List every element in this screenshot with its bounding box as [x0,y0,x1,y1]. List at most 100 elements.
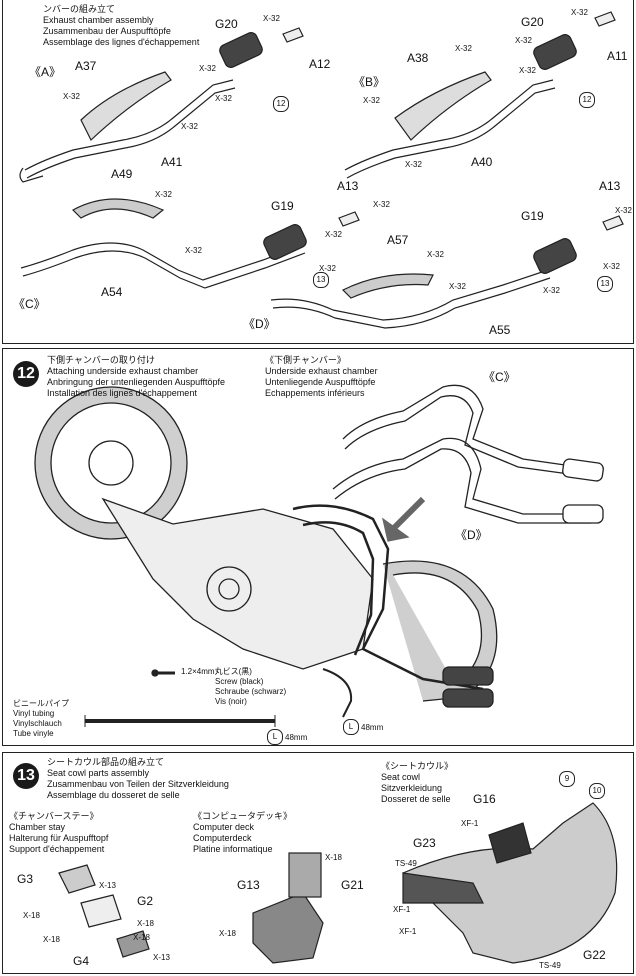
screw-label: X-32 [571,8,588,17]
screw-label: X-32 [405,160,422,169]
screw-label: X-32 [325,230,342,239]
screw-label: X-32 [263,14,280,23]
part-a11: A11 [607,49,628,63]
motorcycle-drawing [34,384,604,727]
screw-label: X-32 [319,264,336,273]
step-12-title-fr: Installation des lignes d'échappement [47,388,197,398]
section-d-label: 《D》 [455,528,488,542]
part-a13-b: A13 [599,179,621,193]
part-a40: A40 [471,155,493,169]
deck-title-en: Computer deck [193,822,255,832]
screw-label: X-32 [615,206,632,215]
screw-label: X-32 [519,66,536,75]
ref-10-circle: 10 [589,783,605,799]
screw-label: X-32 [63,92,80,101]
sub-title-fr: Echappements inférieurs [265,388,365,398]
stay-title-en: Chamber stay [9,822,66,832]
screw-label: X-32 [427,250,444,259]
part-g19-a: G19 [271,199,294,213]
ref-12-circle: 12 [579,92,595,108]
step-12-title-jp: 下側チャンバーの取り付け [47,355,155,365]
screw-label: X-32 [185,246,202,255]
part-g3: G3 [17,872,34,886]
ref-13-circle: 13 [313,272,329,288]
section-c-label: 《C》 [13,297,46,311]
section-c-label: 《C》 [483,370,516,384]
screw-label-jp: 1.2×4mm丸ビス(黒) [181,667,252,676]
paint-xf1-label: XF-1 [461,819,479,828]
step-number-12: 12 [13,361,39,387]
part-g20-a: G20 [215,17,238,31]
section-d-label: 《D》 [243,317,276,331]
paint-ts49-label: TS-49 [395,859,417,868]
length-48-label: 48mm [361,723,384,732]
screw-x18-label: X-18 [219,929,236,938]
step-12-title-en: Attaching underside exhaust chamber [47,366,199,376]
cowl-title-en: Seat cowl [381,772,421,782]
step-13-title-fr: Assemblage du dosseret de selle [47,790,180,800]
length-l-circle: L [343,719,359,735]
part-g22: G22 [583,948,606,962]
screw-label: X-32 [603,262,620,271]
screw-x13-label: X-13 [99,881,116,890]
part-g19-b: G19 [521,209,544,223]
screw-label-en: Screw (black) [215,677,264,686]
screw-label: X-32 [155,190,172,199]
stay-title-fr: Support d'échappement [9,844,105,854]
sub-title-jp: 《下側チャンバー》 [265,355,346,365]
screw-label: X-32 [215,94,232,103]
screw-x18-label: X-18 [133,933,150,942]
screw-label: X-32 [363,96,380,105]
exhaust-assembly-panel: ンバーの組み立て Exhaust chamber assembly Zusamm… [2,0,634,344]
step-12-panel: 12 下側チャンバーの取り付け Attaching underside exha… [2,348,634,746]
cowl-title-de: Sitzverkleidung [381,783,443,793]
screw-label: X-32 [181,122,198,131]
cowl-title-jp: 《シートカウル》 [381,761,454,771]
screw-label: X-32 [543,286,560,295]
tube-label-de: Vinylschlauch [13,719,62,728]
length-48-label: 48mm [285,733,308,742]
deck-title-jp: 《コンピュータデッキ》 [193,811,293,821]
part-a37: A37 [75,59,97,73]
paint-xf1-label: XF-1 [399,927,417,936]
part-g13: G13 [237,878,260,892]
tube-label-jp: ビニールパイプ [13,699,69,708]
length-l-circle: L [267,729,283,745]
deck-title-fr: Platine informatique [193,844,273,854]
part-g16: G16 [473,792,496,806]
part-a38: A38 [407,51,429,65]
ref-12-circle: 12 [273,96,289,112]
screw-label: X-32 [373,200,390,209]
title-jp: ンバーの組み立て [43,4,116,14]
paint-ts49-label: TS-49 [539,961,561,970]
screw-x13-label: X-13 [153,953,170,962]
title-fr: Assemblage des lignes d'échappement [43,37,200,47]
step-13-title-jp: シートカウル部品の組み立て [47,757,165,767]
part-a55: A55 [489,323,511,337]
part-g21: G21 [341,878,364,892]
section-b-label: 《B》 [353,75,386,89]
sub-title-en: Underside exhaust chamber [265,366,378,376]
step-13-title-en: Seat cowl parts assembly [47,768,150,778]
title-en: Exhaust chamber assembly [43,15,154,25]
screw-x18-label: X-18 [137,919,154,928]
stay-title-de: Halterung für Auspufftopf [9,833,109,843]
stay-title-jp: 《チャンバーステー》 [9,811,99,821]
screw-label: X-32 [449,282,466,291]
screw-label-de: Schraube (schwarz) [215,687,287,696]
screw-x18-label: X-18 [325,853,342,862]
screw-x18-label: X-18 [43,935,60,944]
screw-label: X-32 [515,36,532,45]
ref-13-circle: 13 [597,276,613,292]
seat-cowl-drawing [58,802,618,964]
screw-label: X-32 [455,44,472,53]
part-a54: A54 [101,285,123,299]
part-a49: A49 [111,167,133,181]
part-a13-a: A13 [337,179,359,193]
part-g4: G4 [73,954,90,968]
step-12-title-de: Anbringung der untenliegenden Auspufftöp… [47,377,225,387]
part-a41: A41 [161,155,183,169]
step-13-title-de: Zusammenbau von Teilen der Sitzverkleidu… [47,779,229,789]
screw-label-fr: Vis (noir) [215,697,247,706]
deck-title-de: Computerdeck [193,833,252,843]
